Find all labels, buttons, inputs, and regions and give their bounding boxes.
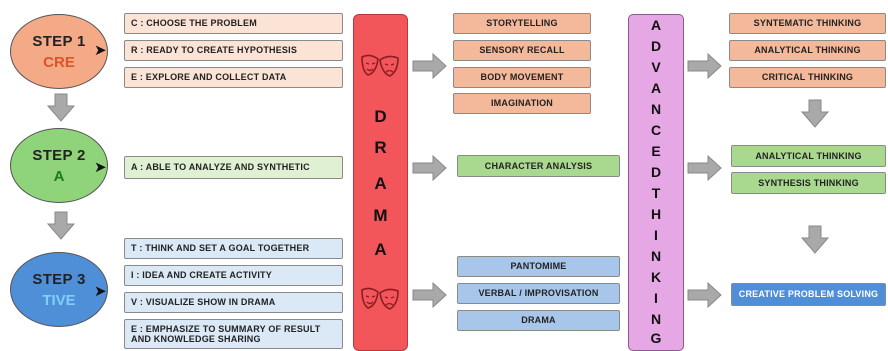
advanced-thinking-column: A D V A N C E D T H I N K I N G	[628, 14, 684, 351]
outcome-box: SYNTEMATIC THINKING	[729, 13, 886, 34]
step-3-item: V : VISUALIZE SHOW IN DRAMA	[124, 292, 343, 313]
advanced-thinking-letter: H	[650, 206, 662, 222]
advanced-thinking-letter: D	[650, 38, 662, 54]
drama-activity: CHARACTER ANALYSIS	[457, 155, 620, 177]
drama-activity: IMAGINATION	[453, 93, 591, 114]
step-1-circle: STEP 1 CRE	[10, 14, 108, 89]
drama-activity: VERBAL / IMPROVISATION	[457, 283, 620, 304]
drama-activity: PANTOMIME	[457, 256, 620, 277]
step-3-circle: STEP 3 TIVE	[10, 252, 108, 327]
advanced-thinking-letter: I	[654, 290, 658, 306]
drama-activity: DRAMA	[457, 310, 620, 331]
step-3-item: I : IDEA AND CREATE ACTIVITY	[124, 265, 343, 286]
down-arrow-icon	[46, 211, 76, 240]
step-1-item: C : CHOOSE THE PROBLEM	[124, 13, 343, 34]
step-3-chevron-icon: ➤	[94, 283, 107, 300]
step-3-item: E : EMPHASIZE TO SUMMARY OF RESULT AND K…	[124, 319, 343, 349]
step-2-circle: STEP 2 A	[10, 128, 108, 203]
advanced-thinking-letter: N	[650, 311, 662, 327]
drama-activity: SENSORY RECALL	[453, 40, 591, 61]
outcome-box: CREATIVE PROBLEM SOLVING	[731, 283, 886, 306]
step-3-item: T : THINK AND SET A GOAL TOGETHER	[124, 238, 343, 259]
right-arrow-icon	[687, 281, 722, 309]
advanced-thinking-letter: T	[651, 185, 661, 201]
advanced-thinking-letter: N	[650, 101, 662, 117]
outcome-box: ANALYTICAL THINKING	[731, 145, 886, 167]
advanced-thinking-letter: K	[650, 269, 662, 285]
step-3-code: TIVE	[42, 291, 76, 309]
right-arrow-icon	[687, 52, 722, 80]
step-1-item: E : EXPLORE AND COLLECT DATA	[124, 67, 343, 88]
drama-letter: D	[374, 107, 387, 126]
outcome-box: SYNTHESIS THINKING	[731, 172, 886, 194]
down-arrow-icon	[800, 99, 830, 128]
step-2-item: A : ABLE TO ANALYZE AND SYNTHETIC	[124, 156, 343, 179]
drama-activity: STORYTELLING	[453, 13, 591, 34]
drama-letter: A	[374, 240, 387, 259]
step-1-title: STEP 1	[32, 32, 86, 50]
drama-letter: R	[374, 138, 387, 157]
down-arrow-icon	[800, 225, 830, 254]
advanced-thinking-letter: V	[651, 59, 661, 75]
advanced-thinking-letter: E	[651, 143, 661, 159]
step-2-title: STEP 2	[32, 146, 86, 164]
outcome-box: ANALYTICAL THINKING	[729, 40, 886, 61]
right-arrow-icon	[687, 154, 722, 182]
theatre-masks-icon	[361, 287, 399, 310]
advanced-thinking-letter: C	[650, 122, 662, 138]
down-arrow-icon	[46, 93, 76, 122]
right-arrow-icon	[412, 52, 447, 80]
step-1-chevron-icon: ➤	[94, 42, 107, 59]
drama-letter: M	[373, 206, 388, 225]
advanced-thinking-letter: I	[654, 227, 658, 243]
theatre-masks-icon	[361, 54, 399, 77]
step-3-title: STEP 3	[32, 270, 86, 288]
step-2-code: A	[53, 167, 65, 185]
right-arrow-icon	[412, 154, 447, 182]
advanced-thinking-letter: N	[650, 248, 662, 264]
outcome-box: CRITICAL THINKING	[729, 67, 886, 88]
drama-letter: A	[374, 174, 387, 193]
drama-column: D R A M A	[353, 14, 408, 351]
advanced-thinking-letter: D	[650, 164, 662, 180]
advanced-thinking-letter: A	[650, 80, 662, 96]
step-2-chevron-icon: ➤	[94, 159, 107, 176]
advanced-thinking-letter: A	[650, 17, 662, 33]
right-arrow-icon	[412, 281, 447, 309]
step-1-item: R : READY TO CREATE HYPOTHESIS	[124, 40, 343, 61]
advanced-thinking-letter: G	[650, 330, 662, 346]
step-1-code: CRE	[43, 53, 75, 71]
drama-activity: BODY MOVEMENT	[453, 67, 591, 88]
